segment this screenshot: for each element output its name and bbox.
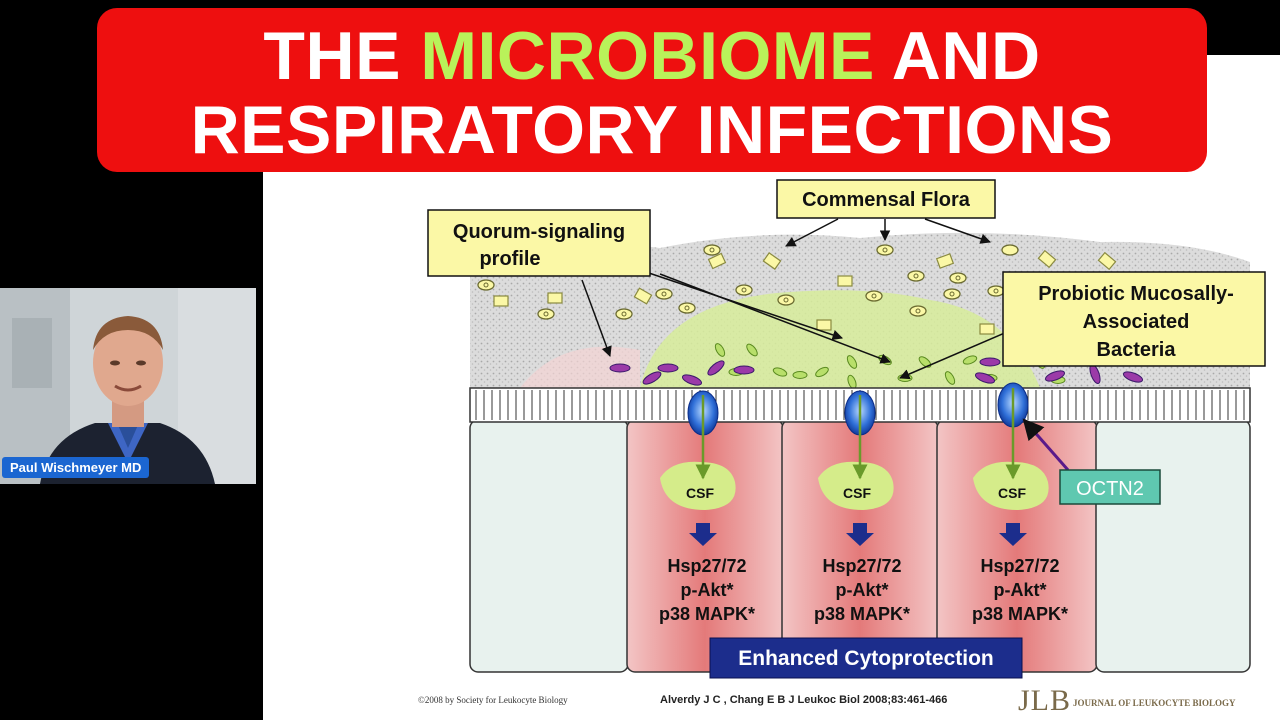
title-line-1: THE MICROBIOME AND (263, 18, 1041, 94)
quorum-profile-label: profile (479, 248, 540, 270)
title-banner: THE MICROBIOME AND RESPIRATORY INFECTION… (97, 8, 1207, 172)
probiotic-box (1002, 271, 1266, 367)
citation: Alverdy J C , Chang E B J Leukoc Biol 20… (660, 694, 948, 706)
marker-p38: p38 MAPK* (814, 604, 910, 624)
csf-label: CSF (998, 485, 1026, 501)
marker-stack: Hsp27/72 p-Akt* p38 MAPK* (814, 556, 910, 624)
octn2-label: OCTN2 (1076, 478, 1144, 500)
speaker-video (0, 288, 256, 484)
commensal-flora-box (776, 179, 996, 219)
labels: Commensal Flora Quorum-signaling profile… (427, 179, 1266, 679)
journal-name: JOURNAL OF LEUKOCYTE BIOLOGY (1073, 698, 1236, 708)
csf-blobs (660, 461, 1049, 510)
marker-akt: p-Akt* (681, 580, 734, 600)
marker-akt: p-Akt* (994, 580, 1047, 600)
csf-label: CSF (843, 485, 871, 501)
marker-hsp: Hsp27/72 (822, 556, 901, 576)
commensal-bacteria (477, 244, 1152, 335)
probiotic-label-2: Associated (1083, 311, 1190, 333)
title-highlight: MICROBIOME (420, 18, 875, 94)
quorum-signaling-label: Quorum-signaling (453, 221, 625, 243)
enhanced-cytoprotection-box (709, 637, 1023, 679)
marker-p38: p38 MAPK* (972, 604, 1068, 624)
journal-abbr: JLB (1018, 684, 1072, 717)
commensal-flora-label: Commensal Flora (802, 189, 971, 211)
enhanced-cytoprotection-label: Enhanced Cytoprotection (738, 647, 994, 670)
title-line-2: RESPIRATORY INFECTIONS (190, 92, 1114, 168)
octn2-arrow (1022, 418, 1070, 471)
marker-p38: p38 MAPK* (659, 604, 755, 624)
microbiome-diagram: Commensal Flora Quorum-signaling profile… (427, 179, 1266, 679)
quorum-signaling-box (427, 209, 651, 277)
octn2-box (1059, 469, 1161, 505)
probiotic-label-3: Bacteria (1097, 339, 1177, 361)
probiotic-label-1: Probiotic Mucosally- (1038, 283, 1234, 305)
annotation-arrows (581, 218, 1061, 380)
csf-label: CSF (686, 485, 714, 501)
speaker-portrait (0, 288, 256, 484)
receptors (687, 382, 1029, 480)
marker-stack: Hsp27/72 p-Akt* p38 MAPK* (659, 556, 755, 624)
marker-hsp: Hsp27/72 (667, 556, 746, 576)
copyright-note: ©2008 by Society for Leukocyte Biology (418, 695, 568, 705)
marker-akt: p-Akt* (836, 580, 889, 600)
marker-hsp: Hsp27/72 (980, 556, 1059, 576)
down-arrows (689, 523, 1027, 546)
speaker-name-tag: Paul Wischmeyer MD (2, 457, 150, 478)
marker-stack: Hsp27/72 p-Akt* p38 MAPK* (972, 556, 1068, 624)
